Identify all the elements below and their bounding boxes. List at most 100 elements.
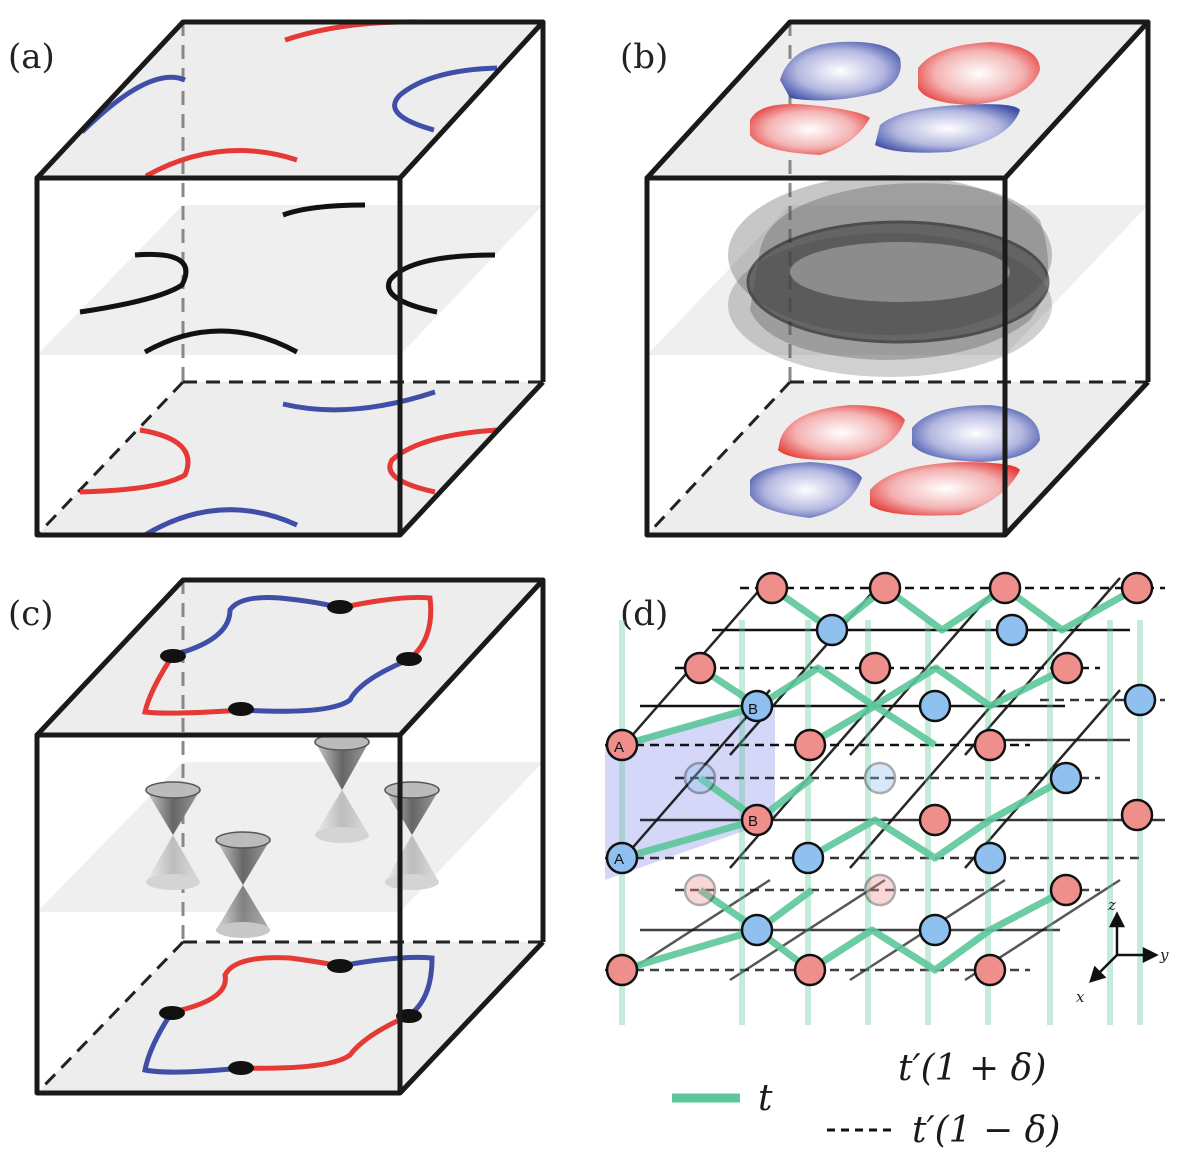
- lattice-site-blue: [683, 761, 717, 795]
- lattice-site-blue: [973, 841, 1007, 875]
- panel-label-d: (d): [620, 594, 668, 634]
- fermi-arc-red: [144, 148, 298, 179]
- order-lobe-red: [778, 405, 905, 461]
- fermi-arc-red: [387, 427, 498, 495]
- site-label-a: A: [614, 851, 624, 868]
- lattice-site-red: [988, 571, 1022, 605]
- lattice-site-blue: [995, 613, 1029, 647]
- surface-arc-blue: [142, 1010, 243, 1075]
- lattice-site-red: [1120, 798, 1154, 832]
- bond-diagonal: [849, 689, 1006, 869]
- axis-label-x: x: [1076, 988, 1085, 1006]
- lattice-site-red: [918, 803, 952, 837]
- cube-bottom-face: [37, 942, 543, 1093]
- weyl-node-projection: [327, 600, 353, 614]
- lattice: [605, 571, 1165, 1025]
- cube-top-face: [37, 580, 543, 735]
- lattice-site-blue: [791, 841, 825, 875]
- order-lobe-blue: [780, 41, 901, 101]
- cube-edge: [398, 380, 545, 537]
- bond-t: [806, 702, 937, 749]
- order-lobe-blue: [912, 405, 1040, 462]
- panel-a: (a): [8, 19, 546, 538]
- fermi-arc-black: [386, 252, 496, 315]
- site-label-a: A: [614, 739, 624, 756]
- bond-diagonal: [729, 878, 886, 982]
- weyl-cone: [215, 831, 271, 938]
- panel-label-c: (c): [8, 594, 54, 634]
- fermi-arc-blue: [143, 507, 299, 538]
- mid-plane: [37, 762, 543, 912]
- bond-diagonal: [964, 689, 1121, 869]
- lattice-site-red: [683, 873, 717, 907]
- panel-c: (c): [8, 577, 546, 1096]
- lattice-site-red: [1120, 571, 1154, 605]
- lattice-site-blue: [605, 841, 639, 875]
- bond-t: [621, 816, 758, 862]
- surface-arc-red: [171, 955, 341, 1015]
- axes-triad: [1089, 911, 1159, 983]
- order-lobe-red: [918, 42, 1040, 105]
- lattice-site-red: [793, 953, 827, 987]
- hidden-edge: [35, 940, 185, 1095]
- lattice-site-red: [858, 651, 892, 685]
- lattice-site-blue: [1123, 683, 1157, 717]
- axis-label-z: z: [1107, 896, 1116, 914]
- gap-surface-inner: [790, 242, 1010, 302]
- lattice-site-blue: [740, 913, 774, 947]
- surface-arc-blue: [241, 657, 409, 714]
- lattice-site-blue: [918, 913, 952, 947]
- lattice-site-blue: [815, 613, 849, 647]
- cube-edge: [398, 940, 545, 1095]
- weyl-node-projection: [396, 652, 422, 666]
- weyl-cone: [145, 781, 201, 890]
- weyl-node-projection: [160, 649, 186, 663]
- bond-diagonal: [964, 577, 1121, 756]
- fermi-arc-blue: [392, 65, 498, 133]
- cube-front-outline: [34, 732, 403, 1096]
- hidden-edge: [35, 380, 185, 537]
- weyl-node-projection: [228, 1061, 254, 1075]
- legend-label-t: t: [758, 1078, 773, 1119]
- fermi-arc-black: [282, 202, 366, 218]
- lattice-site-blue: [1049, 761, 1083, 795]
- bond-t: [806, 774, 1068, 862]
- weyl-node-projection: [327, 959, 353, 973]
- lattice-site-red: [1049, 873, 1083, 907]
- cube-top-face: [37, 22, 543, 178]
- axis-label-y: y: [1159, 946, 1169, 964]
- lattice-site-blue: [740, 689, 774, 723]
- hidden-edge: [645, 380, 792, 537]
- legend: t t′(1 + δ) t′(1 − δ): [672, 1048, 1060, 1151]
- panel-b: (b): [620, 19, 1151, 538]
- weyl-node-projection: [228, 702, 254, 716]
- surface-arc-red: [241, 1013, 410, 1071]
- legend-label-plus: t′(1 + δ): [898, 1048, 1046, 1089]
- cube-front-outline: [644, 175, 1008, 538]
- bond-t: [621, 702, 761, 749]
- weyl-node-projection: [159, 1006, 185, 1020]
- order-lobe-red: [750, 104, 870, 155]
- mid-plane: [37, 205, 543, 355]
- lattice-site-blue: [863, 761, 897, 795]
- lattice-site-red: [683, 651, 717, 685]
- site-label-b: B: [748, 701, 758, 718]
- order-lobe-red: [870, 462, 1020, 516]
- lattice-site-red: [973, 728, 1007, 762]
- panel-label-a: (a): [8, 37, 55, 77]
- panel-label-b: (b): [620, 37, 668, 77]
- lattice-site-red: [973, 953, 1007, 987]
- fermi-arc-black: [79, 251, 189, 315]
- surface-arc-blue: [172, 595, 341, 658]
- surface-arc-blue: [339, 954, 435, 1019]
- lattice-site-red: [1050, 651, 1084, 685]
- lattice-site-red: [793, 728, 827, 762]
- lattice-site-red: [740, 803, 774, 837]
- lattice-site-blue: [918, 689, 952, 723]
- bond-diagonal: [614, 689, 771, 869]
- cube-front-outline: [34, 175, 403, 538]
- order-lobe-blue: [750, 462, 862, 518]
- surface-arc-red: [141, 653, 243, 716]
